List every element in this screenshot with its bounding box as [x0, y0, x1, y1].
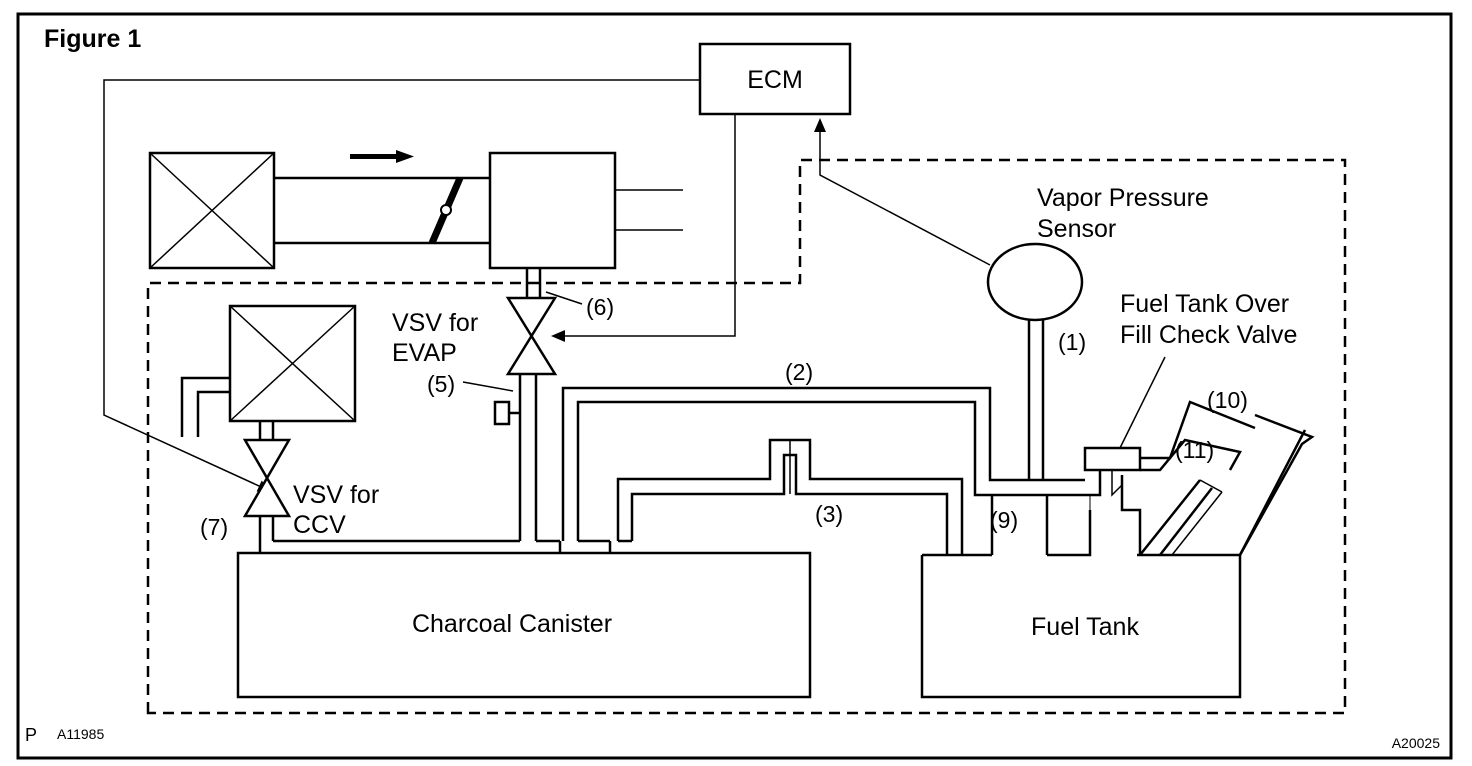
callout-6-leader: [545, 291, 583, 305]
callout-2: (2): [785, 359, 813, 385]
fuel-tank-over-fill-check-valve: [1083, 446, 1142, 472]
callout-7: (7): [200, 514, 228, 540]
ecm-label: ECM: [747, 66, 803, 94]
ecm-to-evap-signal-line: [551, 114, 736, 342]
check-valve-label-line1: Fuel Tank Over: [1120, 290, 1289, 318]
callout-5-leader: [462, 381, 514, 392]
filter-vent-tube-inner: [196, 390, 230, 437]
vsv-evap-label-line2: EVAP: [392, 339, 457, 367]
vsv-ccv-label-line2: CCV: [293, 511, 346, 539]
callout-1: (1): [1058, 329, 1086, 355]
callout-11: (11): [1175, 437, 1214, 463]
air-flow-arrow: [350, 150, 414, 163]
service-port: [493, 400, 511, 426]
charcoal-canister: [236, 551, 812, 699]
callout-5: (5): [427, 371, 455, 397]
callout-9: (9): [990, 507, 1018, 533]
vsv-ccv-valve: [242, 438, 292, 518]
vapor-pressure-sensor-label-line2: Sensor: [1037, 215, 1116, 243]
intake-manifold: [488, 151, 617, 270]
vapor-line-2-outer: [561, 386, 1085, 541]
footer-right-code: A20025: [1392, 735, 1440, 751]
callout-6: (6): [586, 294, 614, 320]
filter-vent-tube-outer: [180, 376, 230, 437]
vapor-pressure-sensor: [986, 242, 1084, 322]
air-cleaner: [148, 151, 276, 270]
vapor-line-2-inner: [576, 400, 1085, 541]
ecm-unit: ECM: [698, 42, 852, 116]
vsv-evap-valve: [505, 296, 558, 376]
check-valve-leader: [1119, 356, 1166, 449]
outlet-air-filter: [228, 304, 357, 423]
vsv-ccv-label-line1: VSV for: [293, 481, 379, 509]
vapor-pressure-sensor-label-line1: Vapor Pressure: [1037, 184, 1209, 212]
check-valve-label-line2: Fill Check Valve: [1120, 321, 1297, 349]
ecm-to-ccv-signal-line: [103, 79, 700, 492]
charcoal-canister-label: Charcoal Canister: [412, 610, 612, 638]
throttle-valve: [428, 176, 464, 245]
sensor-to-ecm-signal-line: [814, 118, 991, 266]
footer-left-mark: P: [25, 725, 37, 745]
filler-neck: [1139, 400, 1315, 556]
figure-frame: [16, 12, 1453, 760]
footer-left-code: A11985: [57, 726, 104, 742]
callout-10: (10): [1207, 387, 1248, 413]
fuel-tank-label: Fuel Tank: [1031, 613, 1139, 641]
callout-3: (3): [815, 501, 843, 527]
figure-title: Figure 1: [44, 25, 141, 53]
vsv-evap-label-line1: VSV for: [392, 309, 478, 337]
